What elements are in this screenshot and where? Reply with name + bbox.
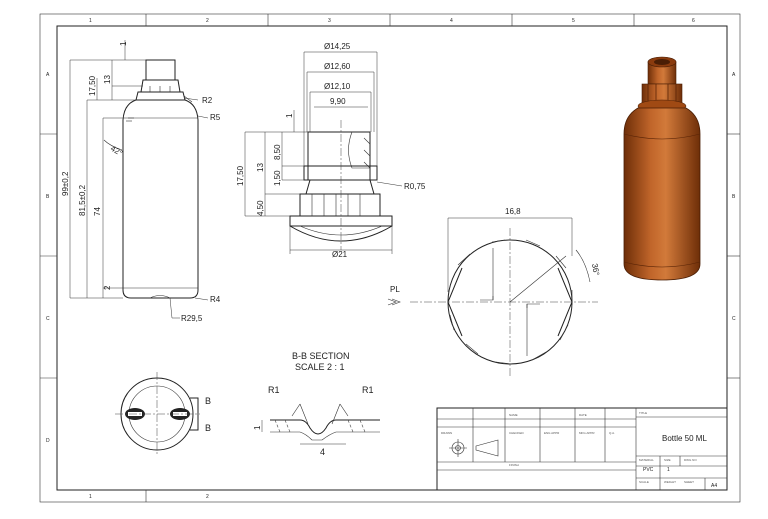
zone-markers-top: 1 2 3 4 5 6 bbox=[89, 14, 695, 26]
section-scale: SCALE 2 : 1 bbox=[295, 362, 345, 372]
inner-border bbox=[56, 25, 728, 491]
dim-neck-h1: 1 bbox=[285, 113, 294, 118]
dim-top-16-8: 16,8 bbox=[505, 207, 521, 216]
radius-r4: R4 bbox=[210, 295, 221, 304]
zone-row-c: C bbox=[46, 316, 50, 322]
zone-col-5: 5 bbox=[572, 18, 575, 24]
tb-label-weight: WEIGHT bbox=[664, 480, 676, 484]
dim-front-neck-a: 13 bbox=[103, 75, 112, 84]
neck-detail-view: Ø14,25 Ø12,60 Ø12,10 9,90 1 8,50 13 17,5… bbox=[236, 42, 426, 259]
zone-col-2: 2 bbox=[206, 18, 209, 24]
zone-row-d: D bbox=[46, 438, 50, 444]
dim-neck-h8: 8,50 bbox=[273, 144, 282, 160]
section-width: 4 bbox=[320, 447, 325, 457]
tb-label-size: SIZE bbox=[664, 458, 671, 462]
tb-label-date: DATE bbox=[579, 413, 587, 417]
front-view: 1 13 17,50 99±0,2 81,5±0,2 74 2 42° R2 R… bbox=[61, 40, 221, 323]
section-mark-b-top: B bbox=[205, 396, 211, 406]
tb-material: PVC bbox=[643, 467, 654, 473]
tb-scale-value: 1 bbox=[667, 467, 670, 473]
dim-front-top: 1 bbox=[119, 41, 128, 46]
tb-label-qa: Q.A. bbox=[609, 431, 615, 435]
zone-row-b: B bbox=[46, 194, 50, 200]
zone-col-4: 4 bbox=[450, 18, 453, 24]
tb-label-scale: SCALE bbox=[639, 480, 649, 484]
tb-label-mfg: MFG APPR bbox=[579, 431, 595, 435]
dim-top-angle: 36° bbox=[590, 263, 601, 276]
section-title: B-B SECTION bbox=[292, 351, 350, 361]
bottom-view: B B bbox=[115, 372, 211, 456]
tb-label-eng: ENG APPR bbox=[544, 431, 560, 435]
dim-neck-h13: 13 bbox=[256, 163, 265, 172]
tb-label-drawn: DRAWN bbox=[441, 431, 452, 435]
title-block: DRAWN CHECKED ENG APPR MFG APPR Q.A. NAM… bbox=[436, 407, 728, 491]
zone-col-1-bottom: 1 bbox=[89, 494, 92, 500]
tb-label-finish: FINISH bbox=[509, 463, 519, 467]
radius-r29: R29,5 bbox=[181, 314, 203, 323]
tb-part-name: Bottle 50 ML bbox=[662, 434, 707, 443]
zone-col-3: 3 bbox=[328, 18, 331, 24]
3d-render bbox=[623, 56, 701, 281]
radius-r2: R2 bbox=[202, 96, 213, 105]
dim-front-neck-b: 17,50 bbox=[88, 75, 97, 96]
dim-neck-h17: 17,50 bbox=[236, 165, 245, 186]
section-r1-right: R1 bbox=[362, 385, 374, 395]
tb-label-sheet: SHEET bbox=[684, 480, 694, 484]
tb-label-dwgno: DWG NO bbox=[684, 458, 697, 462]
zone-markers-sides: A B C D A B C bbox=[40, 72, 740, 444]
section-bb-view: B-B SECTION SCALE 2 : 1 R1 R1 4 1 bbox=[253, 351, 380, 457]
dim-neck-w9: 9,90 bbox=[330, 97, 346, 106]
tb-label-name: NAME bbox=[509, 413, 518, 417]
tb-label-material: MATERIAL bbox=[639, 458, 654, 462]
dim-front-base: 2 bbox=[103, 285, 112, 290]
zone-row-b-right: B bbox=[732, 194, 736, 200]
radius-r5: R5 bbox=[210, 113, 221, 122]
dim-front-overall: 99±0,2 bbox=[61, 171, 70, 196]
zone-col-2-bottom: 2 bbox=[206, 494, 209, 500]
projection-symbol-icon bbox=[449, 439, 499, 457]
dim-front-angle: 42° bbox=[109, 144, 124, 158]
dim-front-body: 74 bbox=[93, 207, 102, 216]
zone-row-c-right: C bbox=[732, 316, 736, 322]
dim-neck-h1-50: 1,50 bbox=[273, 170, 282, 186]
zone-col-6: 6 bbox=[692, 18, 695, 24]
section-r1-left: R1 bbox=[268, 385, 280, 395]
zone-row-a-right: A bbox=[732, 72, 736, 78]
dim-neck-d12-60: Ø12,60 bbox=[324, 62, 351, 71]
tb-sheet-size: A4 bbox=[711, 483, 717, 489]
radius-r075: R0,75 bbox=[404, 182, 426, 191]
zone-markers-bottom: 1 2 bbox=[89, 490, 209, 502]
tb-label-title: TITLE bbox=[639, 411, 647, 415]
dim-neck-h4-50: 4,50 bbox=[256, 200, 265, 216]
dim-neck-d14: Ø14,25 bbox=[324, 42, 351, 51]
zone-col-1: 1 bbox=[89, 18, 92, 24]
dim-neck-d21: Ø21 bbox=[332, 250, 348, 259]
section-mark-b-bottom: B bbox=[205, 423, 211, 433]
dim-front-shoulder: 81,5±0,2 bbox=[78, 184, 87, 216]
tb-label-checked: CHECKED bbox=[509, 431, 525, 435]
dim-neck-d12-10: Ø12,10 bbox=[324, 82, 351, 91]
section-height: 1 bbox=[253, 425, 262, 430]
top-view: 16,8 36° PL bbox=[387, 207, 601, 378]
zone-row-a: A bbox=[46, 72, 50, 78]
parting-line-label: PL bbox=[390, 285, 400, 294]
